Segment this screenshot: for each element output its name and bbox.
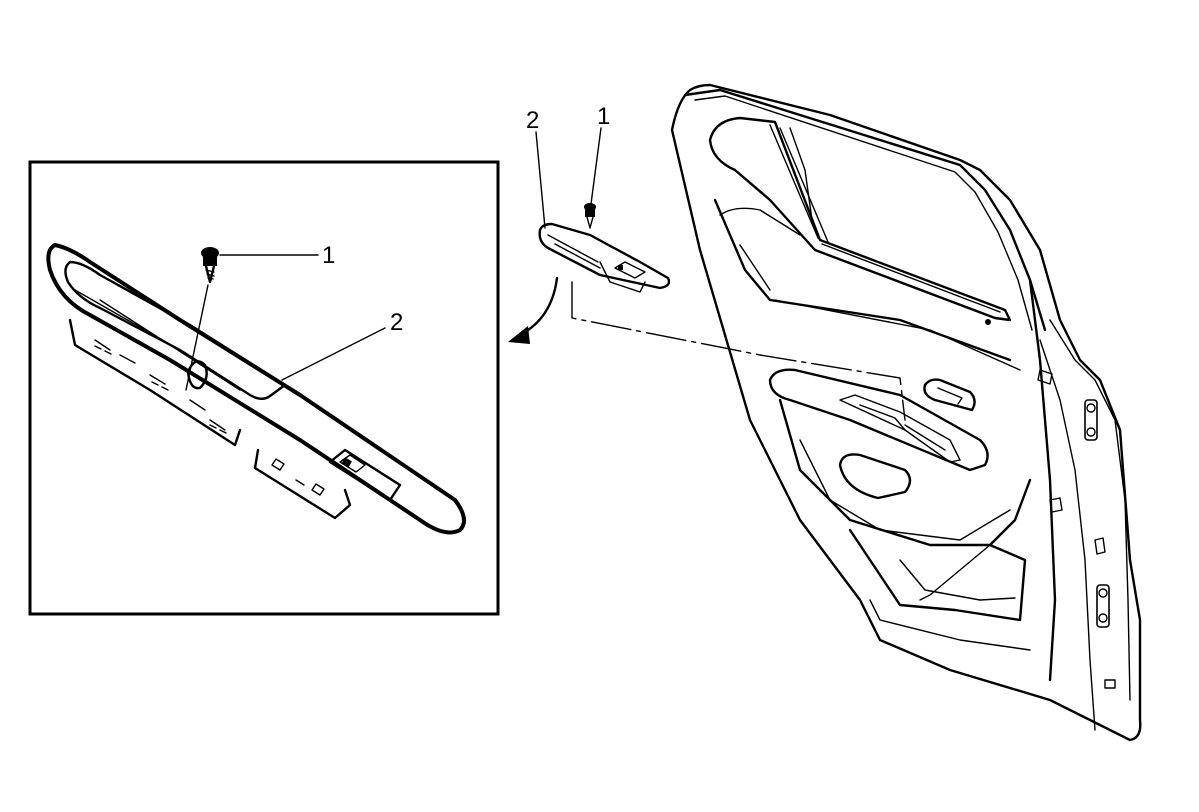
detail-screw — [185, 247, 219, 391]
detail-bezel-leader — [281, 327, 386, 381]
main-window-switch-bezel — [538, 222, 671, 293]
detail-window-switch-bezel — [46, 243, 466, 535]
detail-view-arrow — [508, 276, 559, 344]
main-screw-callout: 1 — [597, 103, 610, 130]
main-screw-leader — [590, 127, 602, 205]
main-bezel-leader — [535, 131, 546, 229]
main-screw — [584, 203, 596, 229]
door-hinge-lower — [1096, 584, 1110, 628]
installation-guide-line — [571, 281, 906, 421]
main-bezel-callout: 2 — [526, 107, 539, 134]
detail-bezel-callout: 2 — [390, 309, 403, 336]
detail-screw-callout: 1 — [322, 242, 335, 269]
rear-door-assembly — [670, 83, 1142, 742]
detail-inset-frame — [28, 160, 500, 616]
door-hinge-upper — [1084, 399, 1098, 441]
